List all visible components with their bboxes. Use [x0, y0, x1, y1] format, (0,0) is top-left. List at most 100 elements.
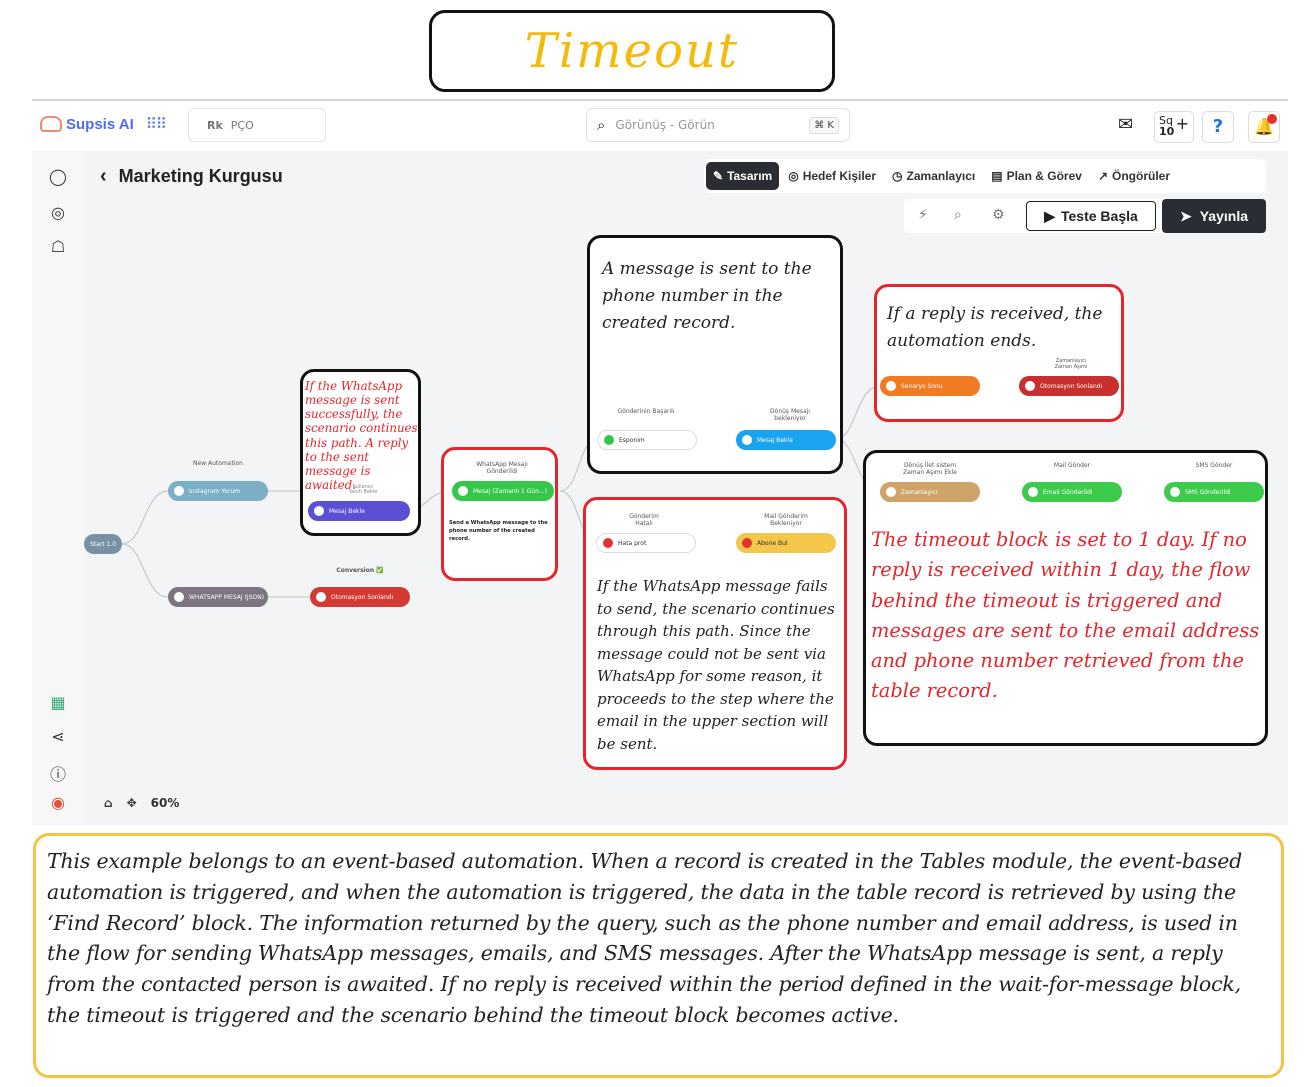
- help-circle-icon[interactable]: ⓘ: [49, 765, 66, 784]
- heart-icon: [174, 592, 184, 602]
- conversion-label: Conversion ✅: [336, 567, 384, 574]
- target-icon: ◎: [788, 169, 799, 183]
- error-icon: [603, 538, 613, 548]
- node-label: Senaryo Sonu: [901, 382, 943, 390]
- scenario-icon: [886, 381, 896, 391]
- explanation-note: This example belongs to an event-based a…: [33, 833, 1284, 1078]
- node-label: WHATSAPP MESAJ (JSON): [189, 593, 265, 601]
- connector: [121, 543, 169, 598]
- flow-canvas[interactable]: ‹ Marketing Kurgusu ✎Tasarım ◎Hedef Kişi…: [84, 151, 1288, 825]
- clock-icon: [886, 487, 896, 497]
- timeout-label-1: Dönüş İlet sistem: [903, 462, 957, 469]
- search-input[interactable]: ⌕ Görünüş - Görün ⌘ K: [586, 108, 850, 142]
- message-icon: [742, 435, 752, 445]
- page-title-text: Marketing Kurgusu: [118, 166, 283, 186]
- wait-label-2: Yanıtı Bekle: [348, 489, 378, 495]
- brand-name: Supsis AI: [66, 115, 134, 133]
- tab-plan-gorev[interactable]: ▤Plan & Görev: [984, 162, 1089, 190]
- plan-icon: ▤: [991, 169, 1003, 183]
- end-right-node[interactable]: Otomasyon Sonlandı: [1019, 376, 1119, 396]
- end-left-node[interactable]: Otomasyon Sonlandı: [310, 587, 410, 607]
- workspace-label: PÇO: [230, 118, 254, 132]
- sms-node[interactable]: SMS Gönderildi: [1164, 482, 1264, 502]
- page-heading: Timeout: [524, 23, 740, 79]
- mail-wait-label-1: Mail Gönderim: [764, 513, 808, 520]
- reply-label-2: bekleniyor: [774, 415, 806, 422]
- fail-label-1: Gönderim: [629, 513, 659, 520]
- node-label: Mesaj (Zamanlı 1 Gün...): [473, 487, 547, 495]
- gear-icon[interactable]: ⚙: [992, 207, 1005, 223]
- credits-badge[interactable]: Sq + 10: [1154, 111, 1194, 143]
- whatsapp-json-node[interactable]: WHATSAPP MESAJ (JSON): [168, 587, 268, 607]
- help-button[interactable]: ?: [1202, 111, 1234, 143]
- end-icon: [316, 592, 326, 602]
- tab-ongoruler[interactable]: ↗Öngörüler: [1091, 162, 1177, 190]
- annotation-reply-received-text: If a reply is received, the automation e…: [887, 304, 1103, 351]
- instagram-node[interactable]: Instagram Yorum: [168, 481, 268, 501]
- tab-bar: ✎Tasarım ◎Hedef Kişiler ◷Zamanlayıcı ▤Pl…: [704, 159, 1266, 193]
- message-icon: [314, 506, 324, 516]
- mail-icon[interactable]: ✉: [1118, 114, 1134, 135]
- play-icon: ▶: [1044, 207, 1055, 224]
- zoom-level: 60%: [150, 796, 180, 810]
- mesaj-bekle-node[interactable]: Mesaj Bekle: [308, 501, 410, 521]
- scenario-node[interactable]: Senaryo Sonu: [880, 376, 980, 396]
- clock-icon: ◷: [892, 169, 903, 183]
- node-label: Instagram Yorum: [189, 487, 241, 495]
- search-icon[interactable]: ⌕: [954, 207, 962, 223]
- explanation-note-text: This example belongs to an event-based a…: [47, 849, 1243, 1027]
- chat-icon[interactable]: ◯: [49, 167, 67, 186]
- wa-message-desc: Send a WhatsApp message to the phone num…: [449, 520, 548, 542]
- zoom-bar: ⌂ ✥ 60%: [104, 796, 179, 810]
- node-label: Mesaj Bekle: [757, 436, 793, 444]
- sender-label: Gönderinin Başarılı: [617, 408, 675, 415]
- test-start-label: Teste Başla: [1061, 208, 1138, 224]
- publish-button[interactable]: ➤Yayınla: [1162, 199, 1266, 233]
- share-icon[interactable]: ⋖: [51, 727, 65, 746]
- sender-node[interactable]: Esponim: [597, 430, 697, 450]
- wa-message-node[interactable]: Mesaj (Zamanlı 1 Gün...): [452, 481, 554, 501]
- fail-node[interactable]: Hata prot: [596, 533, 696, 553]
- notification-bell-icon[interactable]: 🔔: [1248, 111, 1280, 143]
- bot-icon[interactable]: ☖: [50, 237, 66, 256]
- check-icon: [604, 435, 614, 445]
- workspace-selector[interactable]: Rk PÇO: [188, 108, 326, 142]
- grid-icon[interactable]: ⠿⠿: [145, 115, 167, 133]
- node-label: Hata prot: [618, 539, 647, 547]
- avatar[interactable]: ◉: [51, 793, 65, 812]
- start-node[interactable]: Start 1.0: [84, 534, 122, 554]
- mail-node[interactable]: Email Gönderildi: [1022, 482, 1122, 502]
- tab-zamanlayici[interactable]: ◷Zamanlayıcı: [885, 162, 982, 190]
- instagram-icon[interactable]: ◎: [51, 203, 65, 222]
- annotation-wa-success: If the WhatsApp message is sent successf…: [300, 369, 421, 536]
- credits-count: 10: [1159, 125, 1175, 138]
- bolt-icon[interactable]: ⚡: [918, 207, 928, 223]
- tab-hedef-kisiler[interactable]: ◎Hedef Kişiler: [781, 162, 883, 190]
- app-window: Supsis AI ⠿⠿ Rk PÇO ⌕ Görünüş - Görün ⌘ …: [32, 99, 1288, 825]
- mail-wait-node[interactable]: Abone Bul: [736, 533, 836, 553]
- mail-wait-label-2: Bekleniyor: [770, 520, 802, 527]
- back-chevron-icon[interactable]: ‹: [100, 165, 107, 187]
- apps-icon[interactable]: ▦: [50, 693, 66, 712]
- timeout-node[interactable]: Zamanlayıcı: [880, 482, 980, 502]
- credits-top: Sq: [1159, 114, 1173, 127]
- mail-label: Mail Gönder: [1053, 462, 1091, 469]
- timer-label-1: Zamanlayıcı: [1055, 358, 1087, 364]
- brand[interactable]: Supsis AI ⠿⠿: [40, 115, 167, 133]
- tab-tasarim[interactable]: ✎Tasarım: [706, 162, 780, 190]
- fit-view-icon[interactable]: ✥: [126, 796, 137, 810]
- sms-label: SMS Gönder: [1195, 462, 1233, 469]
- tab-label: Öngörüler: [1112, 169, 1171, 183]
- home-icon[interactable]: ⌂: [104, 796, 113, 810]
- node-label: Email Gönderildi: [1043, 488, 1093, 496]
- reply-node[interactable]: Mesaj Bekle: [736, 430, 836, 450]
- timeout-label-2: Zaman Aşımı Ekle: [903, 469, 957, 476]
- test-start-button[interactable]: ▶ Teste Başla: [1026, 201, 1156, 231]
- timer-label-2: Zaman Aşımı: [1054, 364, 1088, 370]
